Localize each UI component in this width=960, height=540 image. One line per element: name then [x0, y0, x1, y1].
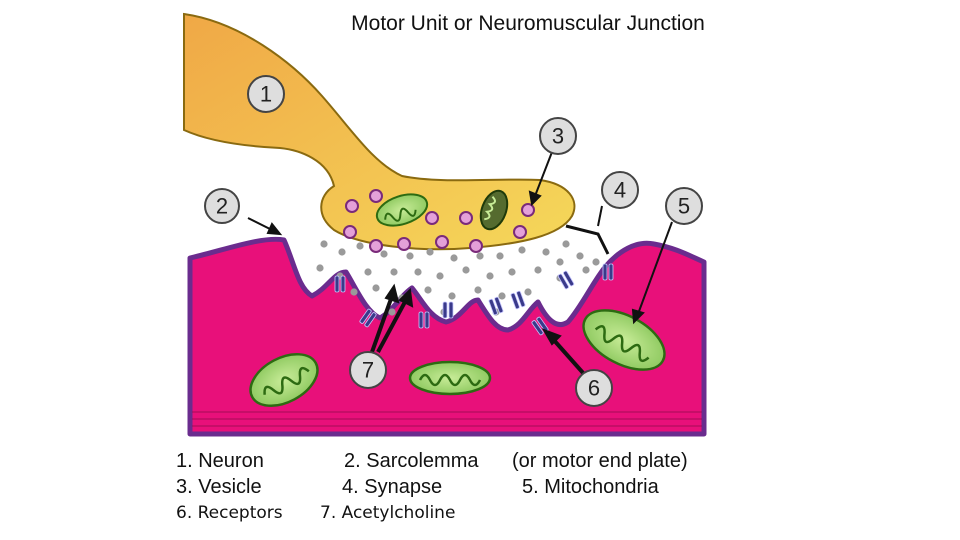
vesicle — [513, 225, 527, 239]
acetylcholine-molecule — [462, 266, 470, 274]
legend-synapse: 4. Synapse — [342, 476, 443, 498]
acetylcholine-molecule — [424, 286, 432, 294]
callout-arrows — [247, 151, 673, 376]
acetylcholine-molecule — [524, 288, 532, 296]
acetylcholine-molecule — [448, 292, 456, 300]
acetylcholine-molecule — [426, 248, 434, 256]
acetylcholine-molecule — [388, 308, 396, 316]
legend-acetylcholine: 7. Acetylcholine — [320, 503, 456, 523]
receptor — [442, 301, 454, 319]
callout-label: 1 — [260, 82, 272, 107]
vesicle — [369, 239, 383, 253]
receptor — [334, 275, 346, 293]
callout-3: 3 — [539, 117, 577, 155]
legend-mitochondria: 5. Mitochondria — [522, 476, 659, 498]
acetylcholine-molecule — [534, 266, 542, 274]
acetylcholine-molecule — [556, 258, 564, 266]
vesicle — [459, 211, 473, 225]
acetylcholine-molecule — [476, 252, 484, 260]
acetylcholine-molecule — [356, 242, 364, 250]
vesicle — [345, 199, 359, 213]
acetylcholine-molecule — [508, 268, 516, 276]
acetylcholine-molecule — [372, 284, 380, 292]
receptor — [488, 296, 504, 316]
callout-label: 4 — [614, 178, 626, 203]
callout-label: 6 — [588, 376, 600, 401]
receptor — [602, 263, 614, 281]
receptor — [418, 311, 430, 329]
vesicle — [343, 225, 357, 239]
callout-4: 4 — [601, 171, 639, 209]
acetylcholine-molecule — [582, 266, 590, 274]
acetylcholine-molecule — [406, 252, 414, 260]
acetylcholine-molecule — [576, 252, 584, 260]
legend-vesicle: 3. Vesicle — [176, 476, 262, 498]
mitochondrion-terminal-2 — [479, 189, 509, 231]
neuron-axon-terminal — [183, 12, 576, 251]
acetylcholine-molecule — [414, 268, 422, 276]
callout-label: 7 — [362, 358, 374, 383]
acetylcholine-molecule — [498, 292, 506, 300]
vesicle — [469, 239, 483, 253]
acetylcholine-molecule — [390, 268, 398, 276]
acetylcholine-molecule — [496, 252, 504, 260]
acetylcholine-molecule — [542, 248, 550, 256]
acetylcholine-molecule — [364, 268, 372, 276]
callout-7: 7 — [349, 351, 387, 389]
acetylcholine-molecule — [518, 246, 526, 254]
vesicles — [343, 189, 535, 253]
legend-neuron: 1. Neuron — [176, 450, 264, 472]
diagram-title: Motor Unit or Neuromuscular Junction — [351, 12, 705, 35]
vesicle — [425, 211, 439, 225]
callout-label: 2 — [216, 194, 228, 219]
mitochondrion-muscle-1 — [249, 353, 319, 407]
acetylcholine-molecule — [592, 258, 600, 266]
acetylcholine-molecule — [316, 264, 324, 272]
muscle-striations — [192, 411, 702, 427]
vesicle — [521, 203, 535, 217]
acetylcholine-molecule — [436, 272, 444, 280]
callout-2: 2 — [204, 188, 240, 224]
vesicle — [397, 237, 411, 251]
callout-5: 5 — [665, 187, 703, 225]
legend-motor-end-plate: (or motor end plate) — [512, 450, 688, 472]
acetylcholine-molecule — [450, 254, 458, 262]
callout-label: 5 — [678, 194, 690, 219]
callout-label: 3 — [552, 124, 564, 149]
legend-sarcolemma: 2. Sarcolemma — [344, 450, 479, 472]
mitochondrion-terminal-1 — [375, 193, 429, 227]
acetylcholine-molecule — [350, 288, 358, 296]
mitochondrion-muscle-3 — [582, 309, 666, 371]
legend-receptors: 6. Receptors — [176, 503, 283, 523]
acetylcholine-molecule — [474, 286, 482, 294]
synapse-bracket — [565, 224, 610, 255]
receptors — [334, 263, 614, 336]
receptor — [359, 308, 377, 328]
vesicle — [435, 235, 449, 249]
acetylcholine-molecule — [562, 240, 570, 248]
receptor — [557, 270, 575, 290]
acetylcholine-molecule — [380, 250, 388, 258]
callout-6: 6 — [575, 369, 613, 407]
vesicle — [369, 189, 383, 203]
acetylcholine-molecule — [486, 272, 494, 280]
acetylcholine-molecule — [338, 248, 346, 256]
acetylcholine-molecule — [320, 240, 328, 248]
mitochondrion-muscle-2 — [408, 360, 492, 396]
acetylcholine-molecules — [316, 240, 600, 316]
callout-1: 1 — [247, 75, 285, 113]
receptor — [510, 290, 526, 310]
receptor — [531, 316, 549, 336]
